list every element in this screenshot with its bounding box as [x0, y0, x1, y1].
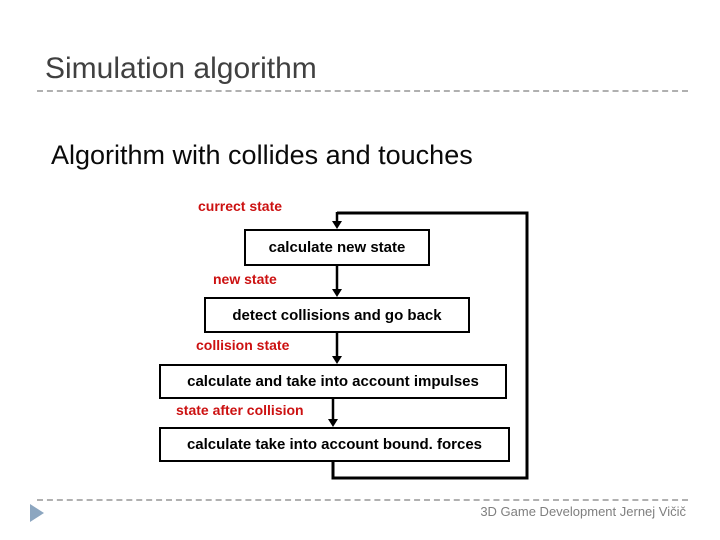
footer-credit: 3D Game Development Jernej Vičič: [480, 504, 686, 519]
state-label-new-state: new state: [213, 271, 277, 287]
arrow-1-head: [332, 289, 342, 297]
state-label-state-after-collision: state after collision: [176, 402, 304, 418]
flowchart-step-detect-collisions: detect collisions and go back: [204, 297, 470, 333]
arrow-entry-head: [332, 221, 342, 229]
arrow-3-head: [328, 419, 338, 427]
flowchart-step-account-bound-forces: calculate take into account bound. force…: [159, 427, 510, 462]
slide-subtitle: Algorithm with collides and touches: [51, 140, 473, 170]
arrow-2-head: [332, 356, 342, 364]
flowchart-step-account-impulses: calculate and take into account impulses: [159, 364, 507, 399]
state-label-collision-state: collision state: [196, 337, 290, 353]
flowchart-step-calculate-new-state: calculate new state: [244, 229, 430, 266]
feedback-loop-line: [331, 211, 529, 480]
footer-divider: [37, 499, 688, 501]
slide-title: Simulation algorithm: [45, 52, 317, 85]
state-label-current-state: currect state: [198, 198, 283, 214]
slide-advance-triangle-icon: [30, 504, 44, 522]
title-divider: [37, 90, 688, 92]
